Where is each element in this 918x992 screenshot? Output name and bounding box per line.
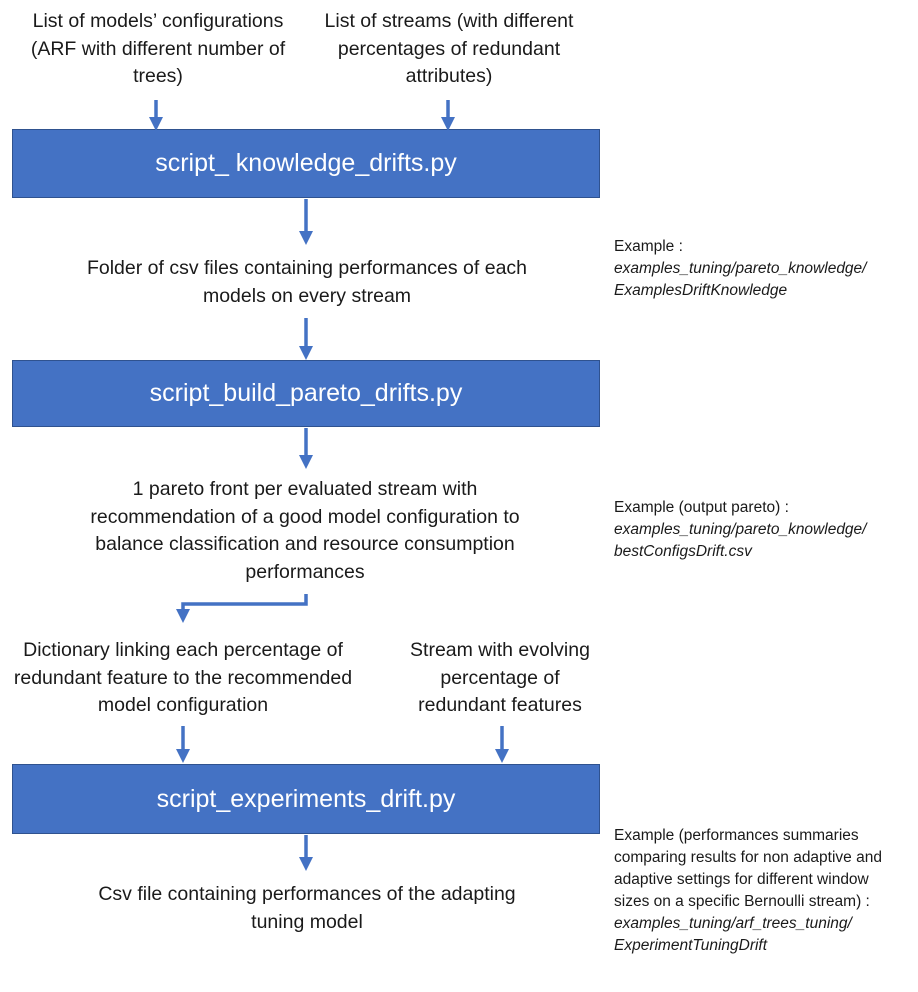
step-experiments-drift: script_experiments_drift.py — [12, 764, 600, 834]
step-knowledge-drifts: script_ knowledge_drifts.py — [12, 129, 600, 198]
step-experiments-drift-label: script_experiments_drift.py — [156, 784, 456, 813]
note-pareto-label: Example (output pareto) : — [614, 499, 789, 516]
input-streams-list: List of streams (with different percenta… — [324, 10, 574, 87]
note-knowledge-path-1: examples_tuning/pareto_knowledge/ — [614, 260, 867, 277]
note-experiments-example: Example (performances summaries comparin… — [614, 825, 904, 957]
note-knowledge-label: Example : — [614, 238, 683, 255]
note-pareto-path-2: bestConfigsDrift.csv — [614, 543, 752, 560]
output-evolving-stream: Stream with evolving percentage of redun… — [410, 639, 590, 716]
step-build-pareto-drifts: script_build_pareto_drifts.py — [12, 360, 600, 427]
output-csv-folder: Folder of csv files containing performan… — [86, 257, 528, 307]
output-pareto-front: 1 pareto front per evaluated stream with… — [90, 478, 520, 583]
note-experiments-label: Example (performances summaries comparin… — [614, 827, 882, 910]
note-knowledge-example: Example : examples_tuning/pareto_knowled… — [614, 236, 866, 302]
output-dictionary: Dictionary linking each percentage of re… — [13, 639, 353, 716]
note-knowledge-path-2: ExamplesDriftKnowledge — [614, 282, 788, 299]
note-pareto-path-1: examples_tuning/pareto_knowledge/ — [614, 521, 867, 538]
step-knowledge-drifts-label: script_ knowledge_drifts.py — [155, 149, 457, 177]
note-pareto-example: Example (output pareto) : examples_tunin… — [614, 497, 866, 563]
output-csv-file: Csv file containing performances of the … — [98, 883, 516, 933]
arrow-front-to-dictionary — [176, 594, 308, 623]
note-experiments-path-2: ExperimentTuningDrift — [614, 937, 768, 954]
step-build-pareto-drifts-label: script_build_pareto_drifts.py — [149, 379, 463, 407]
input-models-list: List of models’ configurations (ARF with… — [30, 10, 286, 87]
note-experiments-path-1: examples_tuning/arf_trees_tuning/ — [614, 915, 852, 932]
